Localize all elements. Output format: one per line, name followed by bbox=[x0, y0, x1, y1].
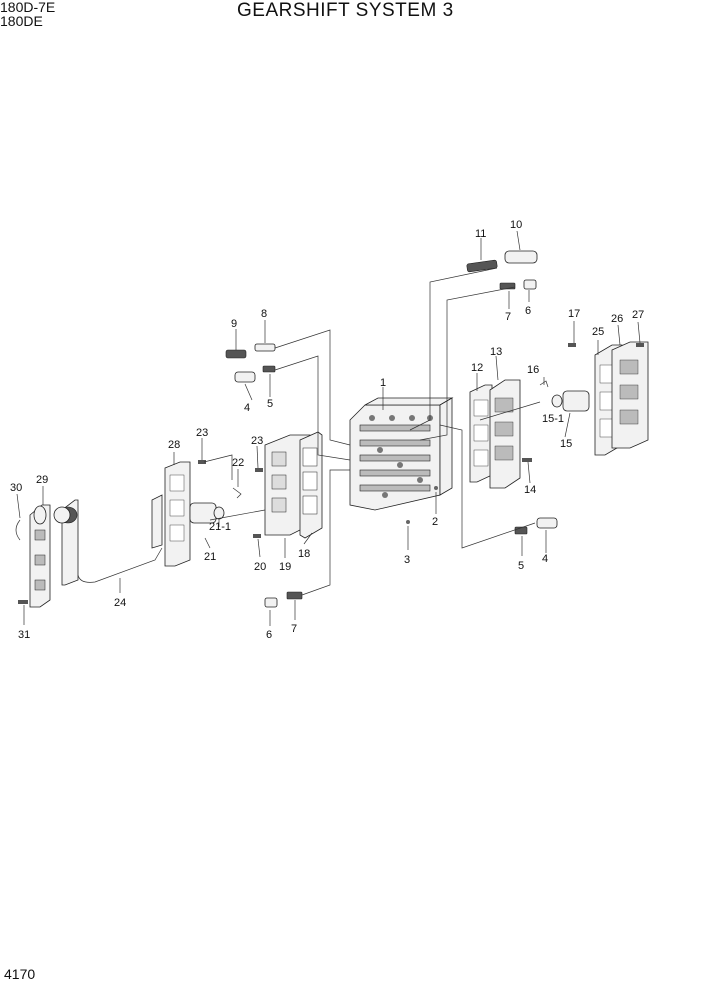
piston-4b-part bbox=[536, 517, 558, 529]
callout-25: 25 bbox=[592, 326, 604, 338]
callout-13: 13 bbox=[490, 346, 502, 358]
callout-6b: 6 bbox=[266, 629, 272, 641]
callout-23a: 23 bbox=[196, 427, 208, 439]
callout-1: 1 bbox=[380, 377, 386, 389]
bolts-part bbox=[18, 343, 644, 604]
callout-30: 30 bbox=[10, 482, 22, 494]
page-number: 4170 bbox=[4, 966, 36, 982]
callout-labels: 1 2 3 4 5 6 7 8 9 10 11 12 13 14 15 15-1… bbox=[10, 219, 644, 641]
callout-20: 20 bbox=[254, 561, 266, 573]
spring-9-part bbox=[225, 349, 247, 359]
callout-14: 14 bbox=[524, 484, 536, 496]
spring-7b-part bbox=[286, 591, 303, 600]
callout-11: 11 bbox=[475, 228, 486, 240]
callout-4: 4 bbox=[244, 402, 250, 414]
piston-8-part bbox=[254, 343, 276, 352]
callout-31: 31 bbox=[18, 629, 30, 641]
callout-5: 5 bbox=[267, 398, 273, 410]
piston-10-part bbox=[504, 250, 538, 264]
callout-19: 19 bbox=[279, 561, 291, 573]
callout-21: 21 bbox=[204, 551, 216, 563]
callout-16: 16 bbox=[527, 364, 539, 376]
callout-17: 17 bbox=[568, 308, 580, 320]
callout-23b: 23 bbox=[251, 435, 263, 447]
right-cover-part bbox=[594, 341, 649, 456]
spring-11-part bbox=[466, 259, 498, 273]
callout-15-1: 15-1 bbox=[542, 413, 564, 425]
clip-part bbox=[15, 380, 549, 541]
wiring-harness-part bbox=[77, 547, 163, 583]
intermediate-plate-right-part bbox=[469, 379, 521, 489]
callout-18: 18 bbox=[298, 548, 310, 560]
callout-5b: 5 bbox=[518, 560, 524, 572]
callout-21-1: 21-1 bbox=[209, 521, 231, 533]
callout-12: 12 bbox=[471, 362, 483, 374]
callout-15: 15 bbox=[560, 438, 572, 450]
callout-22: 22 bbox=[232, 457, 244, 469]
valve-body-part bbox=[349, 397, 454, 511]
callout-27: 27 bbox=[632, 309, 644, 321]
callout-9: 9 bbox=[231, 318, 237, 330]
page-title: GEARSHIFT SYSTEM 3 bbox=[237, 0, 454, 21]
spring-5-part bbox=[262, 365, 276, 373]
callout-6: 6 bbox=[525, 305, 531, 317]
callout-26: 26 bbox=[611, 313, 623, 325]
callout-7: 7 bbox=[505, 311, 511, 323]
model-code-1: 180D-7E bbox=[0, 0, 56, 15]
ball-3-part bbox=[406, 520, 410, 524]
callout-24: 24 bbox=[114, 597, 126, 609]
plug-6-part bbox=[523, 279, 537, 290]
callout-8: 8 bbox=[261, 308, 267, 320]
callout-4b: 4 bbox=[542, 553, 548, 565]
callout-7b: 7 bbox=[291, 623, 297, 635]
intermediate-plate-left-part bbox=[264, 431, 323, 539]
plug-6b-part bbox=[264, 597, 278, 608]
model-code-2: 180DE bbox=[0, 13, 43, 29]
solenoid-21-part bbox=[189, 502, 225, 524]
callout-2: 2 bbox=[432, 516, 438, 528]
left-gasket-part bbox=[151, 461, 191, 567]
callout-10: 10 bbox=[510, 219, 522, 231]
piston-4-part bbox=[234, 371, 256, 383]
callout-3: 3 bbox=[404, 554, 410, 566]
solenoid-15-part bbox=[551, 390, 590, 412]
ball-2-part bbox=[434, 486, 438, 490]
callout-28: 28 bbox=[168, 439, 180, 451]
leader-lines bbox=[16, 230, 641, 626]
callout-29: 29 bbox=[36, 474, 48, 486]
left-cover-part bbox=[29, 499, 79, 608]
